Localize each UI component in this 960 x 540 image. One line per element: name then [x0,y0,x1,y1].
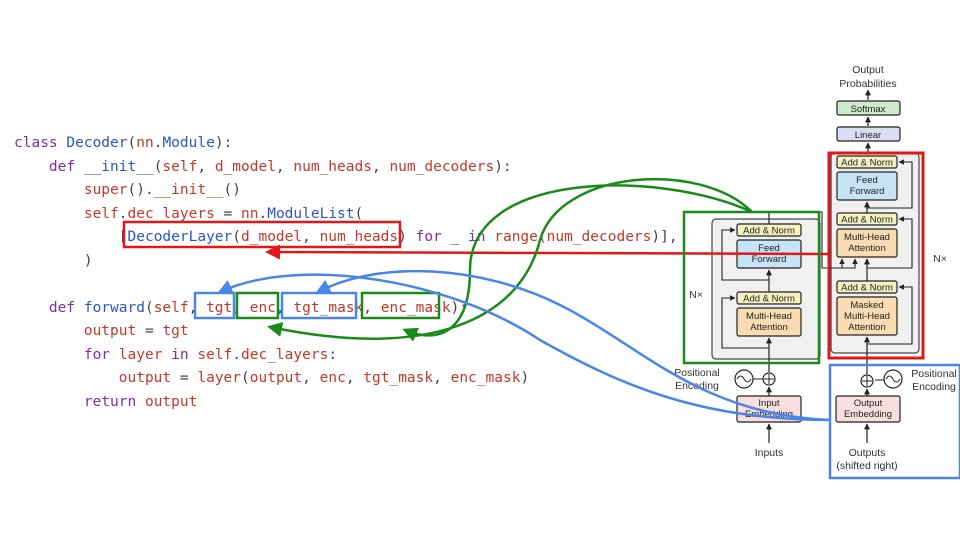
code-token: ): [214,135,233,151]
code-token: ( [144,299,154,316]
code-token: forward [83,299,145,316]
decoder-masked-label-1: Masked [850,300,883,311]
decoder-ff-label-2: Forward [850,186,885,197]
encoder-positional-label-1: Positional [674,367,720,379]
code-token: ( [153,158,163,175]
code-token: num_decoders [389,158,495,175]
code-line: def __init__(self, d_model, num_heads, n… [14,156,678,180]
code-token: for [83,346,111,363]
code-line: super().__init__() [14,179,678,203]
code-line: output = tgt [14,320,678,344]
code-token: num_heads [293,158,372,175]
decoder-nx-label: N× [933,253,947,265]
code-token: self [153,299,189,316]
code-token: d_model [214,158,276,175]
encoder-ff-label-1: Feed [758,243,780,254]
code-token: ): [494,158,512,175]
decoder-add-norm-1-label: Add & Norm [841,283,893,294]
decoder-positional-label-1: Positional [911,368,957,380]
code-token: . [153,135,163,151]
code-line: class Decoder(nn.Module): [14,132,678,156]
encoder-ff-label-2: Forward [752,254,787,265]
linear-box [836,126,901,142]
softmax-label: Softmax [851,104,886,115]
code-token: class [14,135,67,151]
encoder-add-norm-1-label: Add & Norm [743,294,795,305]
code-token: = [171,370,198,386]
code-token: def [48,299,84,316]
code-token: super [83,182,128,198]
code-token: () [223,182,242,198]
decoder-ff-label-1: Feed [856,175,878,186]
decoder-cross-attn-label-2: Attention [848,243,886,254]
decoder-add-norm-2-label: Add & Norm [841,215,893,226]
decoder-cross-attn-label-1: Multi-Head [844,232,890,243]
linear-label: Linear [855,130,881,141]
code-token: __init__ [83,158,154,175]
code-token: output [136,393,198,410]
code-token: , [188,299,207,316]
code-token: return [83,393,137,410]
output-embedding-label-2: Embedding [844,409,892,420]
code-token: output [118,370,172,386]
input-embedding-label-1: Input [758,398,779,409]
encoder-nx-label: N× [689,289,703,301]
code-token: , [197,158,215,175]
code-token: layer [110,346,172,363]
output-probabilities-label-1: Output [852,64,884,76]
code-token: Decoder [66,135,128,151]
code-token: __init__ [153,182,224,198]
output-embedding-label-1: Output [854,398,883,409]
outputs-shifted-label: (shifted right) [836,460,897,472]
decoder-add-norm-3-label: Add & Norm [841,158,893,169]
softmax-box [836,100,901,116]
code-token: , [371,158,390,175]
code-token: = [214,205,242,222]
outputs-label: Outputs [849,447,886,459]
output-probabilities-label-2: Probabilities [839,78,896,90]
code-token: in [171,346,189,363]
code-token: Module [162,135,215,151]
code-token: tgt [162,323,189,339]
code-token: self [83,205,119,222]
code-token: self [162,158,198,175]
decoder-positional-label-2: Encoding [912,381,956,393]
code-token: . [258,205,268,222]
encoder-positional-label-2: Encoding [675,380,719,392]
code-token: output [83,323,137,339]
code-token: nn [241,205,259,222]
code-line: return output [14,391,678,415]
code-token: . [118,205,128,222]
code-line: ) [14,250,678,274]
code-token: def [48,158,84,175]
encoder-attn-label-1: Multi-Head [746,311,792,322]
code-token: nn [136,135,154,151]
code-token: (). [127,182,154,198]
code-token: = [136,323,163,339]
inputs-label: Inputs [755,447,784,459]
encoder-attn-label-2: Attention [750,322,788,333]
encoder-add-norm-2-label: Add & Norm [743,226,795,237]
input-embedding-label-2: Embedding [745,409,793,420]
decoder-masked-label-3: Attention [848,322,886,333]
decoder-masked-label-2: Multi-Head [844,311,890,322]
code-token: ) [83,252,93,269]
code-token: ( [127,135,137,151]
code-token: dec_layers [127,205,215,222]
code-token: , [275,158,294,175]
